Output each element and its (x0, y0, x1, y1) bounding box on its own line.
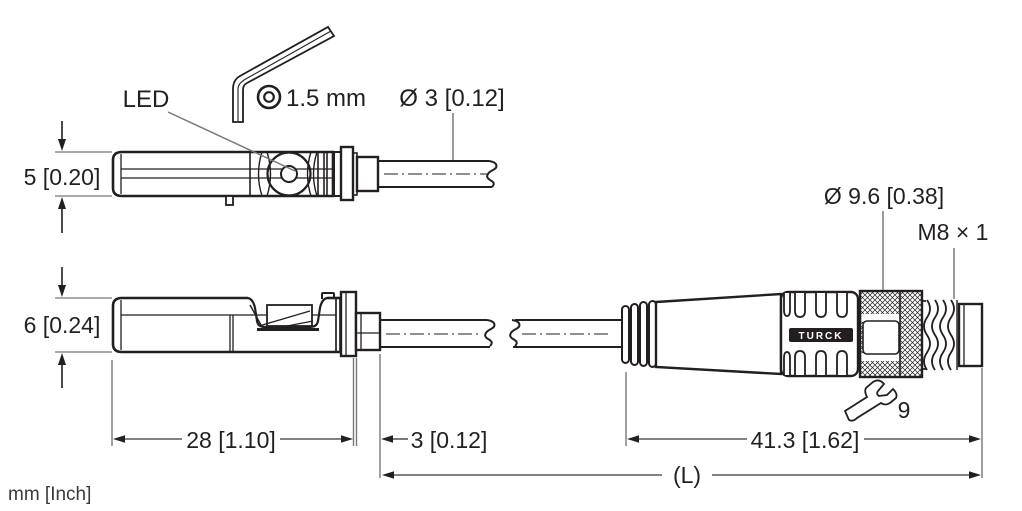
connector-grip (779, 290, 860, 378)
connector-tip (957, 302, 984, 368)
connector-length-dimension (627, 435, 981, 443)
overall-length-dimension (382, 471, 981, 479)
side-height-dimension (55, 121, 112, 233)
wrench-size-label: 9 (898, 397, 911, 423)
cable-diameter-label: Ø 3 [0.12] (399, 85, 504, 112)
led-label: LED (123, 86, 170, 113)
led-leader-line (167, 111, 296, 172)
clamp-offset-value: 3 [0.12] (411, 427, 488, 453)
wrench-icon (843, 379, 898, 422)
hex-key-size-label: 1.5 mm (286, 85, 366, 112)
body-length-dimension (113, 435, 353, 443)
top-height-dimension (55, 267, 112, 388)
hex-socket-icon (256, 84, 282, 110)
thread-spec-label: M8 × 1 (918, 219, 989, 245)
cable-break-icon-left (484, 319, 496, 347)
connector-boot (654, 292, 783, 376)
body-length-value: 28 [1.10] (186, 427, 276, 453)
clamp-offset-dimension (381, 435, 408, 443)
connector-drawing (621, 289, 984, 379)
hex-key-icon (232, 25, 336, 123)
knurled-nut (858, 289, 924, 379)
overall-length-value: (L) (673, 462, 701, 488)
top-height-value: 6 [0.24] (24, 312, 101, 338)
connector-diameter-label: Ø 9.6 [0.38] (824, 183, 944, 209)
connector-length-value: 41.3 [1.62] (751, 427, 860, 453)
strain-relief-ribs (621, 300, 657, 368)
cable-break-icon (486, 160, 498, 188)
cable-break-icon-right (509, 319, 521, 347)
brand-label: TURCK (799, 331, 844, 342)
thread-section (922, 299, 958, 371)
brand-plate (789, 328, 853, 342)
side-height-value: 5 [0.20] (24, 164, 101, 190)
units-note: mm [Inch] (8, 484, 91, 505)
extension-lines (111, 354, 983, 478)
top-view-drawing (111, 290, 623, 358)
side-view-drawing (111, 145, 498, 206)
